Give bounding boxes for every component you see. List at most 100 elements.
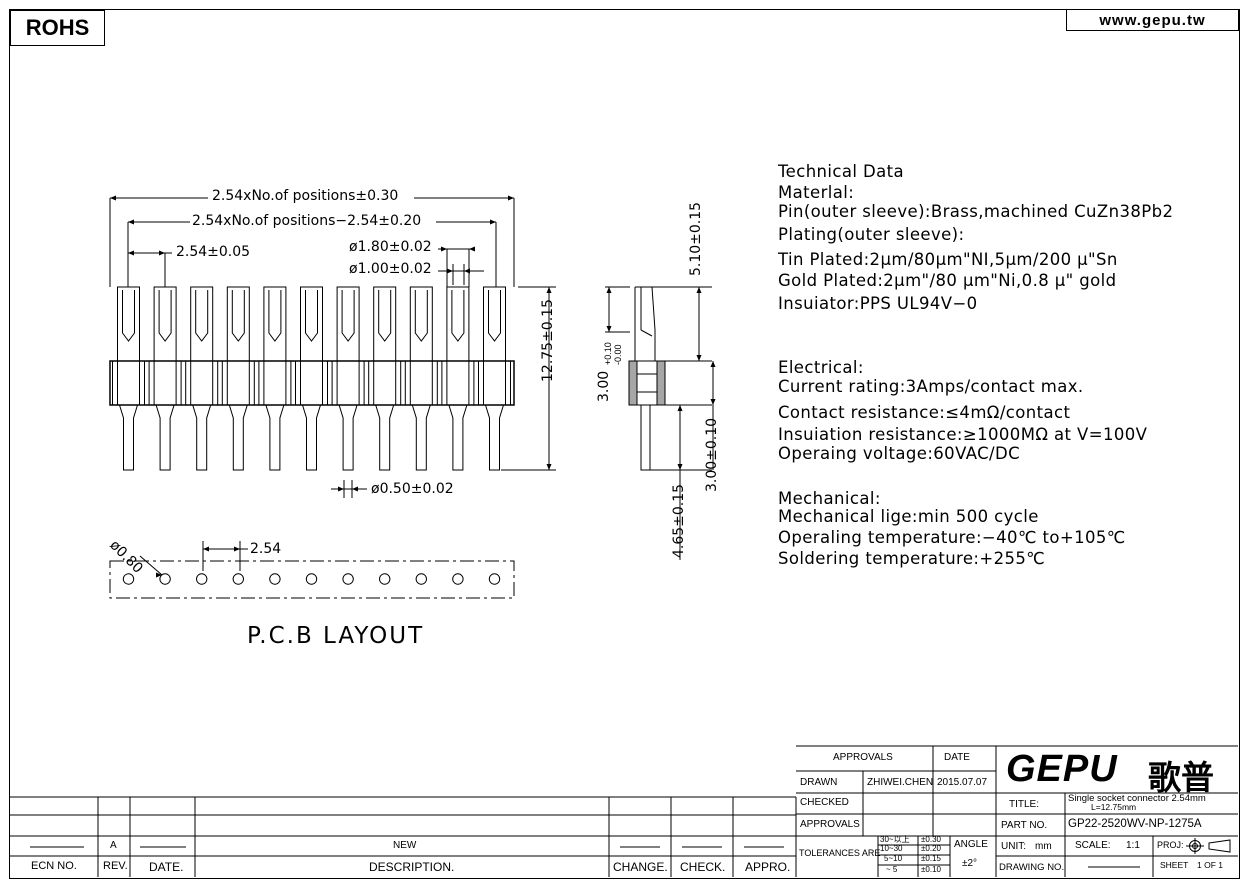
side-hatch: [628, 360, 638, 406]
drawn-by: ZHIWEI.CHEN: [867, 777, 934, 788]
arrowhead: [464, 268, 470, 274]
arrowhead: [677, 405, 683, 411]
approvals-header: APPROVALS: [833, 752, 893, 763]
arrowhead: [234, 546, 240, 552]
dim-pitch: 2.54±0.05: [176, 244, 251, 260]
contact-bore: [195, 290, 209, 342]
arrowhead: [352, 486, 358, 492]
contact-pin: [448, 404, 468, 471]
arrowhead: [441, 246, 447, 252]
contact-pin: [411, 404, 431, 471]
socket-contact: [404, 286, 438, 471]
dim-dia-050: ø0.50±0.02: [371, 481, 454, 497]
proj-label: PROJ:: [1157, 840, 1184, 850]
pcb-hole: [232, 573, 245, 585]
arrowhead: [490, 219, 496, 225]
sheet-value: 1 OF 1: [1197, 860, 1223, 870]
unit-label: UNIT:: [1001, 841, 1026, 852]
contact-sleeve: [117, 286, 140, 362]
contact-sleeve: [373, 286, 397, 362]
socket-contact: [295, 286, 328, 471]
arrowhead: [710, 399, 716, 405]
dim-height: 12.75±0.15: [540, 299, 556, 382]
drawn-label: DRAWN: [800, 777, 838, 788]
tol-value: ±0.30: [921, 835, 941, 844]
part-no-value: GP22-2520WV-NP-1275A: [1068, 818, 1202, 830]
contact-bore: [378, 290, 392, 342]
pcb-hole: [269, 573, 281, 585]
arrowhead: [338, 486, 344, 492]
socket-contact: [441, 286, 475, 471]
dim-300-top: 3.00: [596, 370, 612, 402]
dim-300-bottom: 3.00±0.10: [704, 417, 720, 492]
tech-line: Gold Plated:2µm"/80 µm"Ni,0.8 µ" gold: [778, 271, 1117, 290]
contact-bore: [414, 290, 428, 342]
socket-contact: [148, 286, 182, 471]
dim-465: 4.65±0.15: [671, 483, 687, 558]
tol-range: 5~10: [884, 854, 903, 863]
side-view: [605, 286, 716, 560]
side-hatch: [656, 360, 666, 406]
date-header: DATE.: [149, 860, 184, 874]
rev-value: A: [110, 840, 117, 851]
arrowhead: [606, 287, 612, 293]
tol-range: 10~30: [880, 844, 903, 853]
contact-pin: [375, 404, 395, 471]
electrical-title: Electrical:: [778, 358, 864, 377]
mechanical-title: Mechanical:: [778, 489, 881, 508]
drawn-date: 2015.07.07: [937, 777, 988, 788]
arrowhead: [156, 572, 162, 578]
contact-sleeve: [409, 286, 433, 362]
ecn-header: ECN NO.: [31, 860, 77, 872]
socket-contact: [112, 286, 145, 471]
sheet-label: SHEET: [1160, 860, 1189, 870]
tol-value: ±0.10: [921, 865, 941, 874]
contact-pin: [192, 404, 212, 471]
dim-300-tol-up: +0.10: [603, 342, 613, 365]
pcb-pitch: 2.54: [250, 541, 282, 557]
contact-bore: [488, 290, 501, 342]
appro-header: APPRO.: [745, 860, 791, 874]
pcb-hole: [122, 573, 135, 585]
arrowhead: [203, 546, 209, 552]
title-block-grid: [9, 745, 1238, 877]
description-header: DESCRIPTION.: [369, 860, 455, 874]
pcb-hole: [488, 573, 501, 585]
contact-bore: [451, 290, 465, 342]
side-sleeve: [634, 286, 656, 362]
side-pin: [640, 405, 651, 471]
scale-value: 1:1: [1126, 840, 1140, 851]
pcb-hole: [342, 573, 354, 585]
contact-pin: [302, 404, 321, 471]
scale-label: SCALE:: [1075, 840, 1111, 851]
pcb-layout: [109, 541, 515, 599]
side-bore: [640, 329, 653, 337]
arrowhead: [469, 246, 475, 252]
rohs-mark: ROHS: [10, 10, 105, 46]
arrowhead: [508, 195, 514, 201]
pcb-hole: [159, 573, 171, 585]
dim-positions-minus: 2.54xNo.of positions−2.54±0.20: [192, 213, 422, 229]
socket-contact: [185, 286, 219, 471]
tol-value: ±0.20: [921, 844, 941, 853]
title-label: TITLE:: [1009, 799, 1040, 810]
contact-sleeve: [300, 286, 323, 362]
checked-label: CHECKED: [800, 797, 849, 808]
dim-300-tol-down: -0.00: [613, 344, 623, 365]
website-label: www.gepu.tw: [1066, 9, 1239, 31]
contact-pin: [485, 404, 504, 471]
arrowhead: [606, 326, 612, 332]
unit-value: mm: [1035, 841, 1052, 852]
pcb-outline: [109, 560, 515, 599]
change-header: CHANGE.: [613, 860, 668, 874]
socket-contact: [258, 286, 292, 471]
electrical-line: Contact resistance:≤4mΩ/contact: [778, 403, 1071, 422]
title-value-2: L=12.75mm: [1091, 802, 1137, 812]
tol-value: ±0.15: [921, 854, 941, 863]
mechanical-line: Mechanical lige:min 500 cycle: [778, 507, 1039, 526]
arrowhead: [128, 219, 134, 225]
arrowhead: [696, 287, 702, 293]
gepu-logo: GEPU: [1006, 748, 1118, 790]
arrowhead: [546, 287, 552, 293]
